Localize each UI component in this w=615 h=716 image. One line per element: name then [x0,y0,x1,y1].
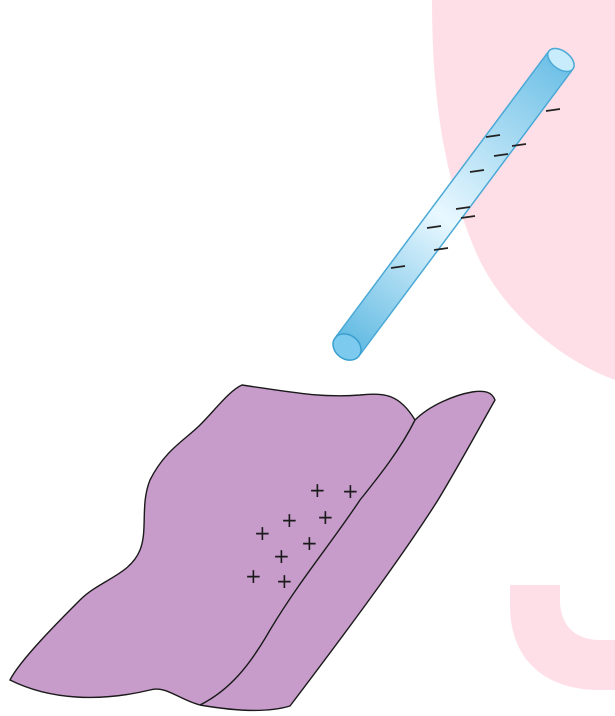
cloth-charge: + [317,505,334,529]
silk-cloth [10,385,495,710]
cloth-charge: + [254,521,271,545]
cloth-charge: + [281,508,298,532]
cloth-charge: + [273,544,290,568]
cloth-body [10,385,495,710]
cloth-charge: + [301,531,318,555]
cloth-charge: + [245,564,262,588]
watermark-hook [510,585,615,690]
cloth-charge: + [342,479,359,503]
cloth-charge: + [276,569,293,593]
cloth-charge: + [309,478,326,502]
